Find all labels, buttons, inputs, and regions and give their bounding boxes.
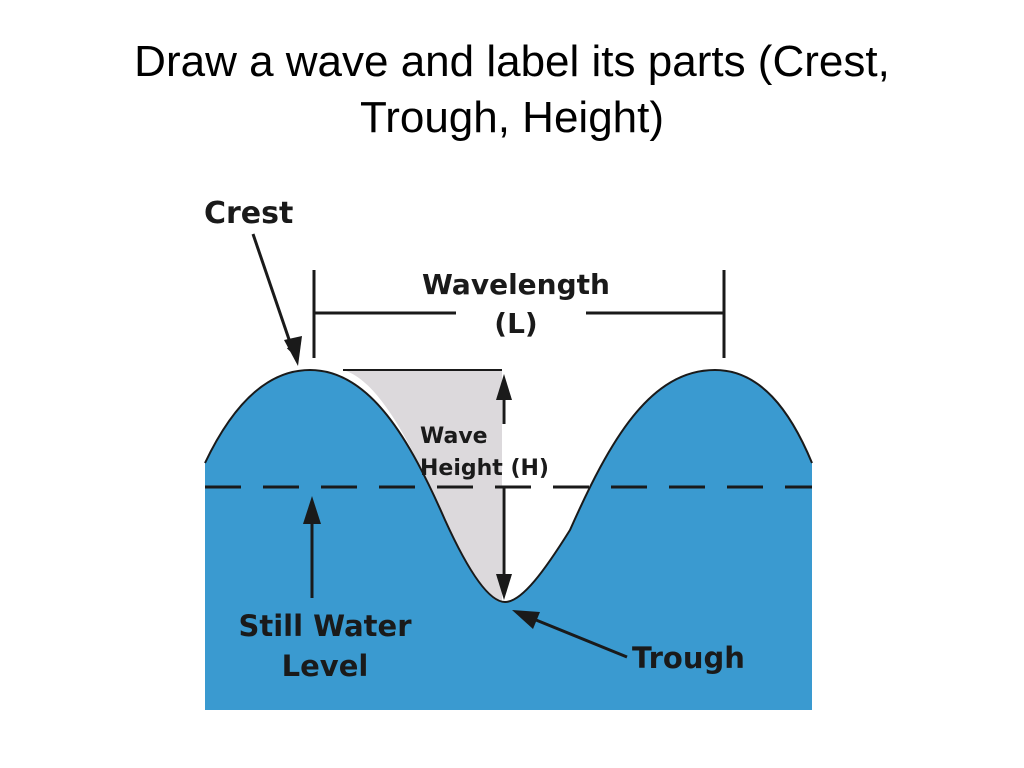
slide-title-line-2: Trough, Height) [359,93,665,142]
trough-arrowhead [512,610,540,629]
still-water-label-line-1: Still Water [238,609,412,643]
crest-label: Crest [204,196,293,231]
water-body [205,370,812,710]
wavelength-label: Wavelength [422,268,610,301]
wave-height-arrowhead-up [496,374,512,400]
still-water-label-line-2: Level [282,649,369,683]
trough-label: Trough [632,641,745,675]
wavelength-bracket [312,270,726,358]
trough-arrow [535,618,628,659]
slide-title-line-1: Draw a wave and label its parts (Crest, [134,37,890,86]
crest-arrow [251,233,297,356]
still-water-arrowhead [303,496,321,524]
wave-height-arrowhead-down [496,574,512,600]
wavelength-symbol-label: (L) [494,307,537,340]
wave-height-label-line-1: Wave [420,424,488,449]
wave-height-region [343,370,502,602]
wave-surface-line [204,368,813,604]
slide-title: Draw a wave and label its parts (Crest, … [40,34,984,146]
crest-arrowhead [284,336,302,366]
wave-height-label-line-2: Height (H) [420,456,549,481]
